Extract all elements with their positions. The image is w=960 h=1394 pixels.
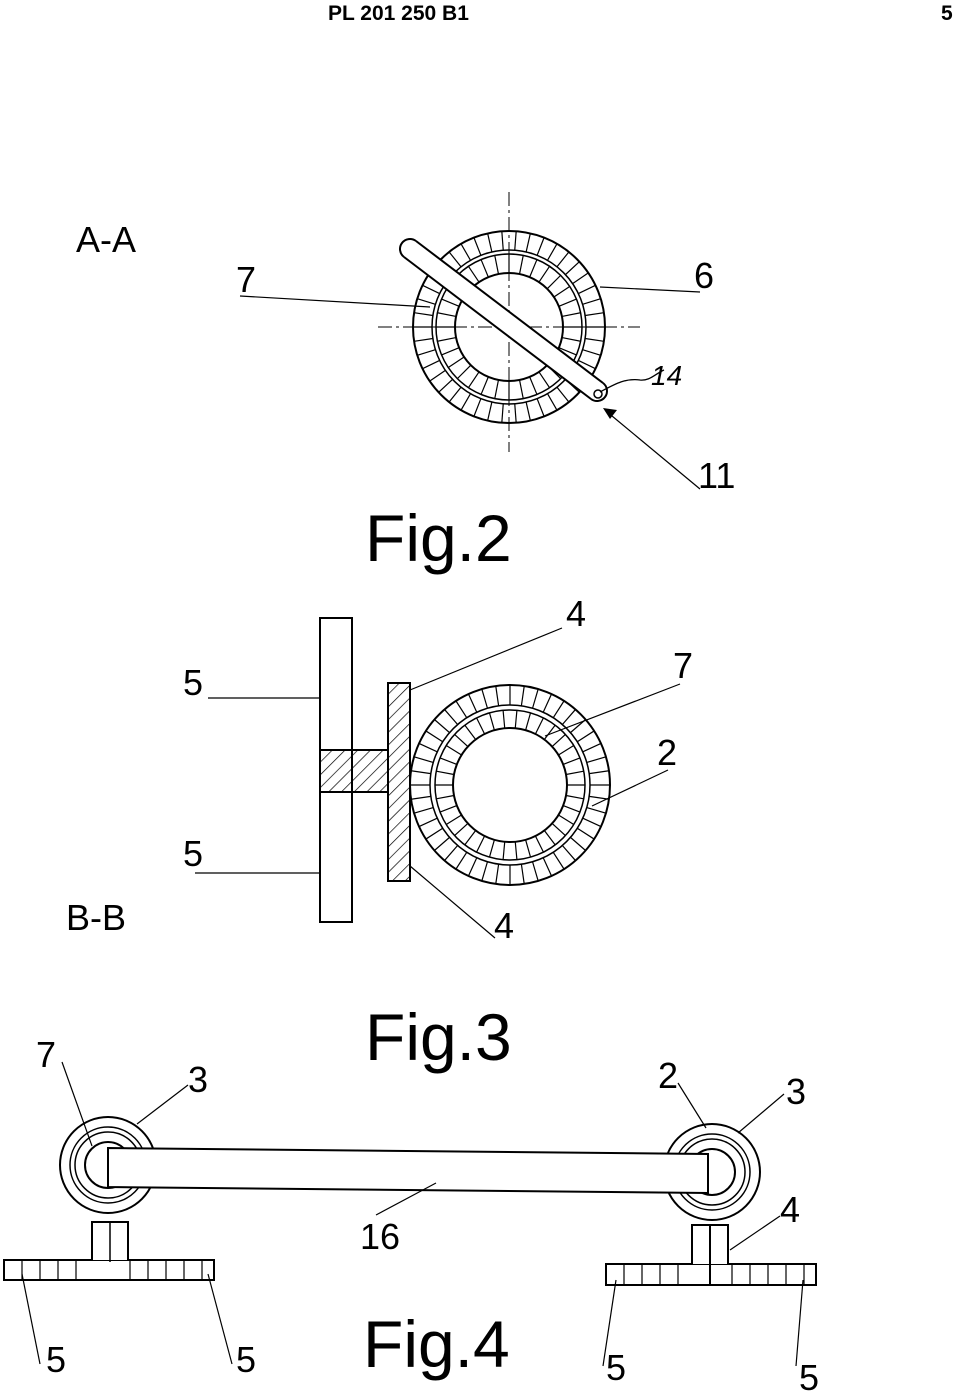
fig3-drawing: 4 5 7 2 5 4 B-B Fig.3 [66, 593, 693, 1074]
fig4-caption: Fig.4 [363, 1307, 510, 1381]
fig3-clamp-plate [387, 682, 411, 882]
fig2-drawing: A-A 7 6 14 11 F [76, 192, 735, 575]
fig3-label-4-bottom: 4 [494, 905, 514, 946]
fig4-label-16: 16 [360, 1216, 400, 1257]
fig4-drawing: 7 3 2 3 16 4 5 5 5 5 Fig.4 [3, 1034, 819, 1394]
fig3-torus-section [409, 684, 611, 886]
fig2-caption: Fig.2 [365, 501, 512, 575]
fig4-label-3-right: 3 [786, 1071, 806, 1112]
fig2-label-11: 11 [698, 455, 735, 496]
fig3-label-5-bottom: 5 [183, 833, 203, 874]
fig4-leader-16 [375, 1182, 437, 1216]
fig3-leader-4-bottom [409, 865, 496, 939]
fig4-leader-3-left [136, 1084, 189, 1125]
patent-number: PL 201 250 B1 [328, 2, 469, 25]
fig4-leader-5a [21, 1273, 41, 1365]
fig2-leader-7 [239, 295, 431, 308]
fig4-leader-3-right [737, 1093, 785, 1134]
fig4-leader-5c [602, 1279, 617, 1367]
fig4-connecting-bar [107, 1146, 709, 1195]
fig4-right-support [605, 1224, 817, 1286]
fig2-section-label: A-A [76, 219, 136, 260]
fig4-leader-5d [795, 1279, 804, 1367]
fig3-label-5-top: 5 [183, 662, 203, 703]
fig2-rod [399, 238, 608, 402]
fig4-label-4: 4 [780, 1189, 800, 1230]
fig2-leader-11 [605, 410, 701, 490]
fig3-label-7: 7 [673, 645, 693, 686]
fig4-leader-7 [61, 1061, 93, 1147]
fig2-leader-6 [599, 286, 701, 293]
fig2-label-14: 14 [651, 360, 682, 391]
fig2-arrowhead [603, 408, 617, 419]
page-number: 5 [941, 2, 953, 25]
fig2-leader-14 [599, 369, 665, 393]
fig3-label-2: 2 [657, 732, 677, 773]
fig2-torus-section [412, 230, 606, 424]
fig4-label-5d: 5 [799, 1357, 819, 1394]
fig3-leader-2 [591, 769, 669, 807]
fig4-leader-4 [729, 1215, 781, 1251]
fig4-left-support [3, 1221, 215, 1281]
fig3-caption: Fig.3 [365, 1000, 512, 1074]
fig3-label-4-top: 4 [566, 593, 586, 634]
fig3-connector-block [319, 749, 389, 793]
fig4-label-2: 2 [658, 1055, 678, 1096]
fig2-label-7: 7 [236, 259, 256, 300]
fig2-label-6: 6 [694, 255, 714, 296]
fig3-section-label: B-B [66, 897, 126, 938]
fig4-label-7: 7 [36, 1034, 56, 1075]
fig4-leader-2 [677, 1082, 707, 1129]
fig3-leader-4-top [409, 627, 563, 691]
fig4-leader-5b [207, 1273, 233, 1365]
fig4-label-5c: 5 [606, 1347, 626, 1388]
fig4-label-5a: 5 [46, 1339, 66, 1380]
fig4-label-5b: 5 [236, 1339, 256, 1380]
fig3-leader-7 [544, 683, 681, 737]
fig4-label-3-left: 3 [188, 1059, 208, 1100]
